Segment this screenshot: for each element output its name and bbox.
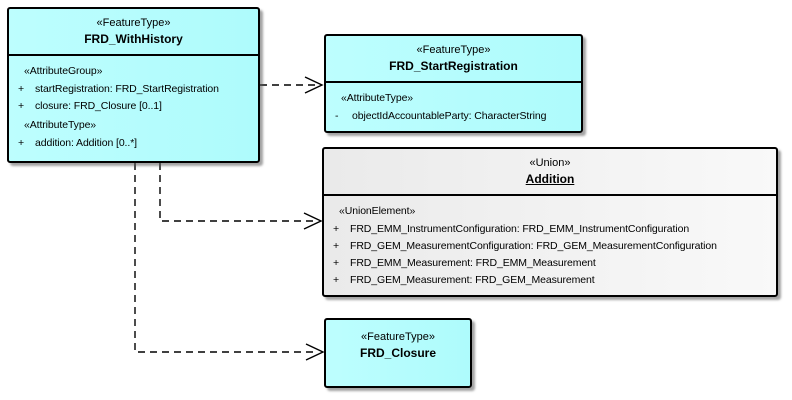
visibility-marker: - [335,110,339,122]
dependency-connector-withhistory-to-addition[interactable] [159,163,323,230]
open-arrowhead-icon [305,343,325,361]
visibility-marker: + [333,257,340,269]
dependency-connector-withhistory-to-closure[interactable] [134,163,325,361]
class-addition-union[interactable]: «Union» Addition «UnionElement» + FRD_EM… [322,147,778,297]
class-stereotype: «Union» [529,157,571,169]
section-stereotype: «AttributeType» [341,92,414,104]
class-header: «FeatureType» FRD_StartRegistration [326,36,581,83]
attribute-row: + FRD_GEM_MeasurementConfiguration: FRD_… [326,238,774,255]
dependency-line [159,163,316,222]
attribute-row: + FRD_GEM_Measurement: FRD_GEM_Measureme… [326,272,774,289]
attribute-text: closure: FRD_Closure [0..1] [35,100,162,112]
class-attribute-compartment: «AttributeType» - objectIdAccountablePar… [326,83,581,129]
visibility-marker: + [18,137,25,149]
class-frd-withhistory[interactable]: «FeatureType» FRD_WithHistory «Attribute… [7,7,260,163]
attribute-text: FRD_GEM_Measurement: FRD_GEM_Measurement [350,274,595,286]
open-arrowhead-icon [304,76,324,94]
attribute-text: FRD_EMM_Measurement: FRD_EMM_Measurement [350,257,596,269]
attribute-text: objectIdAccountableParty: CharacterStrin… [352,110,547,122]
class-name: FRD_Closure [359,346,436,360]
class-name: Addition [525,172,575,186]
attribute-row: + startRegistration: FRD_StartRegistrati… [11,81,256,98]
class-name: FRD_StartRegistration [389,59,518,73]
class-stereotype: «FeatureType» [416,44,491,56]
attribute-row: + closure: FRD_Closure [0..1] [11,98,256,115]
attribute-row: + FRD_EMM_Measurement: FRD_EMM_Measureme… [326,255,774,272]
visibility-marker: + [333,274,340,286]
visibility-marker: + [333,240,340,252]
class-header: «FeatureType» FRD_WithHistory [9,9,258,56]
attribute-row: + addition: Addition [0..*] [11,135,256,152]
attribute-row: - objectIdAccountableParty: CharacterStr… [328,108,579,125]
attribute-text: addition: Addition [0..*] [35,137,137,149]
attribute-text: startRegistration: FRD_StartRegistration [35,83,219,95]
class-header: «Union» Addition [324,149,776,196]
visibility-marker: + [18,100,25,112]
visibility-marker: + [333,223,340,235]
class-attribute-compartment: «UnionElement» + FRD_EMM_InstrumentConfi… [324,196,776,293]
class-frd-startregistration[interactable]: «FeatureType» FRD_StartRegistration «Att… [324,34,583,133]
class-name: FRD_WithHistory [84,32,183,46]
class-attribute-compartment: «AttributeGroup» + startRegistration: FR… [9,56,258,156]
attribute-text: FRD_EMM_InstrumentConfiguration: FRD_EMM… [350,223,690,235]
class-header: «FeatureType» FRD_Closure [326,320,470,368]
visibility-marker: + [18,83,25,95]
open-arrowhead-icon [303,212,323,230]
dependency-connector-withhistory-to-startregistration[interactable] [260,76,324,94]
attribute-row: + FRD_EMM_InstrumentConfiguration: FRD_E… [326,221,774,238]
dependency-line [134,163,318,353]
class-stereotype: «FeatureType» [361,331,435,343]
class-frd-closure[interactable]: «FeatureType» FRD_Closure [324,318,472,388]
section-stereotype: «AttributeGroup» [24,65,103,77]
class-stereotype: «FeatureType» [96,17,171,29]
attribute-text: FRD_GEM_MeasurementConfiguration: FRD_GE… [350,240,717,252]
section-stereotype: «UnionElement» [339,205,416,217]
section-stereotype: «AttributeType» [24,119,97,131]
